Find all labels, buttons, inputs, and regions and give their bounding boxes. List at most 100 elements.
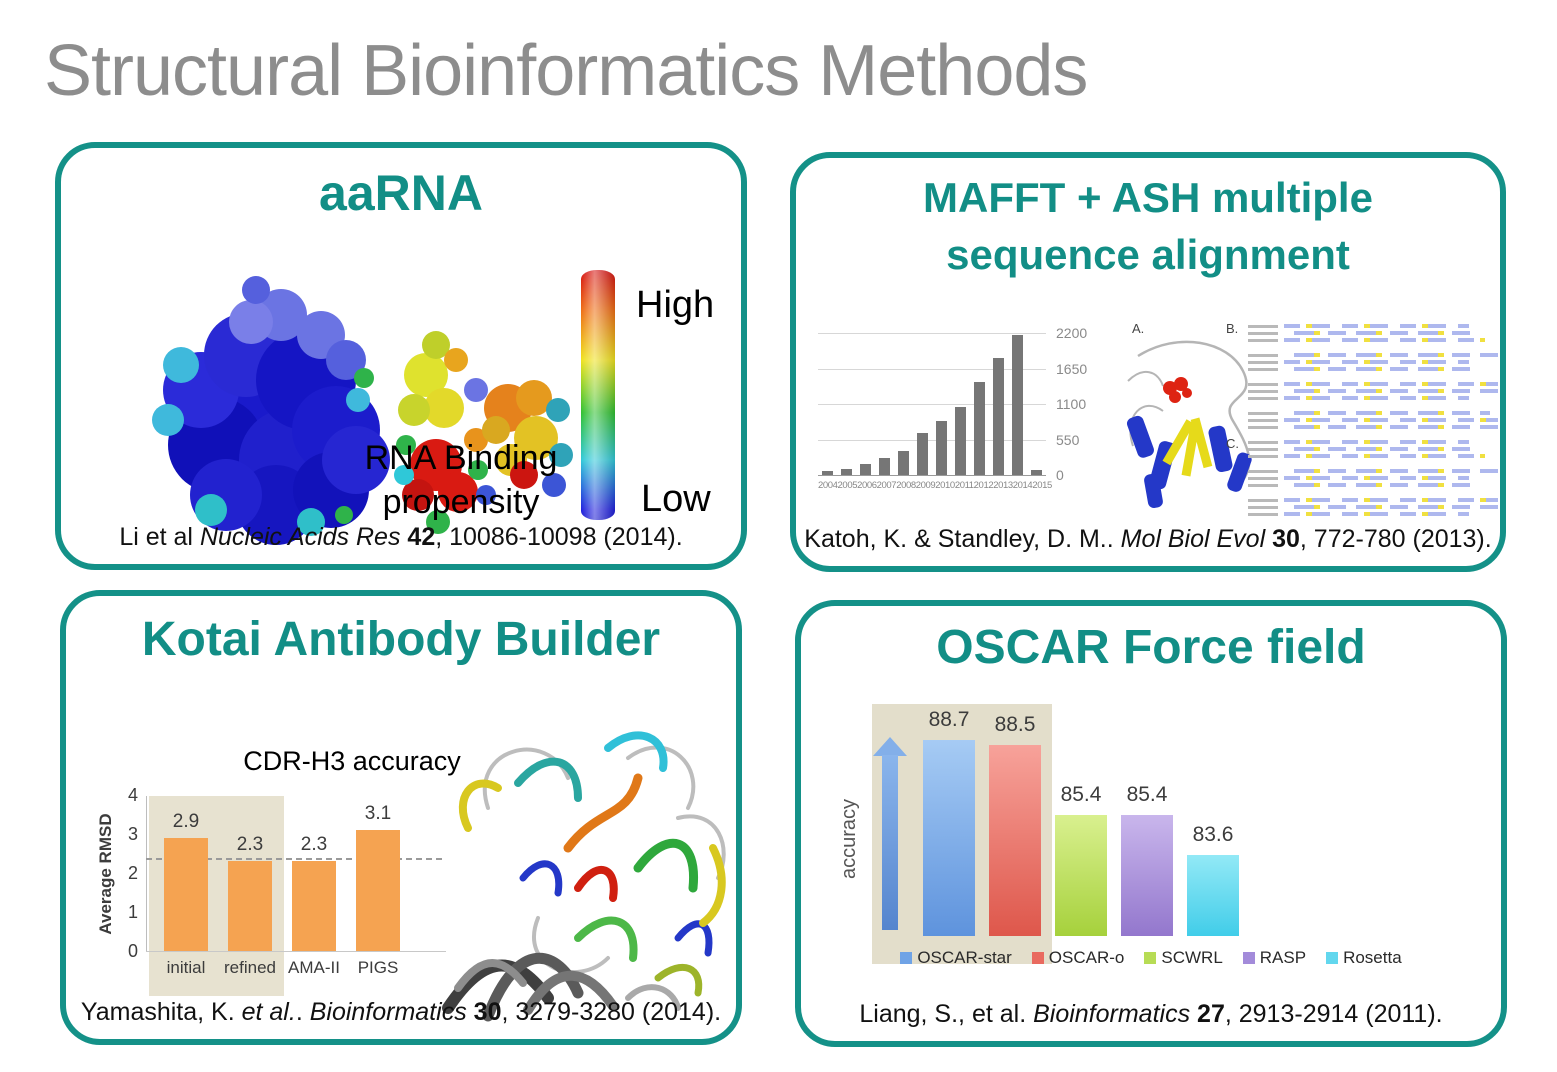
alignment-block	[1248, 440, 1498, 458]
alignment-row	[1248, 505, 1498, 509]
alignment-row-label	[1248, 483, 1278, 487]
alignment-row	[1248, 338, 1498, 342]
alignment-row-label	[1248, 396, 1278, 400]
rainbow-colorbar-icon	[581, 270, 615, 520]
kotai-chart-title: CDR-H3 accuracy	[243, 746, 461, 776]
accuracy-arrow-icon	[882, 755, 898, 930]
y-tick-label: 1100	[1056, 396, 1087, 412]
y-tick-label: 1	[127, 902, 138, 922]
citation-journal: Bioinformatics	[309, 998, 474, 1026]
x-tick-label: 2011	[954, 480, 974, 491]
mafft-bar	[993, 358, 1004, 475]
y-tick-label: 2200	[1056, 325, 1088, 341]
mafft-bar	[936, 421, 947, 475]
x-tick-label: initial	[166, 958, 206, 977]
alignment-stripes	[1284, 396, 1469, 400]
oscar-citation: Liang, S., et al. Bioinformatics 27, 291…	[801, 1000, 1501, 1029]
legend-label: Rosetta	[1343, 948, 1402, 967]
alignment-row-label	[1248, 454, 1278, 458]
alignment-block	[1248, 324, 1498, 342]
alignment-row	[1248, 483, 1498, 487]
figure-label-a: A.	[1132, 321, 1145, 336]
antibody-structure-figure	[442, 731, 726, 1022]
x-tick-label: 2014	[1012, 480, 1033, 491]
alignment-row-label	[1248, 324, 1278, 328]
mafft-bar	[1012, 334, 1023, 475]
alignment-row-label	[1248, 389, 1278, 393]
alignment-row	[1248, 382, 1498, 386]
alignment-row	[1248, 447, 1498, 451]
citation-text: Yamashita, K.	[80, 998, 242, 1026]
figure-label-b: B.	[1226, 321, 1239, 336]
y-axis-line	[146, 796, 147, 952]
colorbar-low-label: Low	[641, 478, 711, 520]
alignment-stripes	[1284, 440, 1469, 444]
alignment-block	[1248, 353, 1498, 371]
oscar-title: OSCAR Force field	[936, 621, 1366, 674]
aarna-citation: Li et al Nucleic Acids Res 42, 10086-100…	[61, 523, 741, 552]
alignment-stripes	[1284, 382, 1498, 386]
protein-surface-figure	[152, 276, 573, 545]
alignment-stripes	[1284, 512, 1469, 516]
alignment-row	[1248, 396, 1498, 400]
gridline	[818, 368, 1046, 370]
alignment-stripes	[1284, 389, 1498, 393]
citation-text: , 772-780 (2013).	[1299, 525, 1492, 553]
citation-text: , 10086-10098 (2014).	[435, 523, 683, 551]
legend-swatch	[1144, 952, 1157, 964]
rna-binding-caption: RNA Binding propensity	[296, 436, 626, 524]
mafft-bar	[917, 433, 928, 475]
alignment-stripes	[1284, 425, 1498, 429]
bar-value-label: 83.6	[1192, 823, 1234, 846]
kotai-bar	[228, 861, 272, 951]
alignment-row	[1248, 476, 1498, 480]
rna-caption-line2: propensity	[382, 483, 540, 522]
y-tick-label: 0	[127, 941, 138, 961]
alignment-stripes	[1284, 324, 1469, 328]
alignment-row	[1248, 324, 1498, 328]
alignment-row-label	[1248, 469, 1278, 473]
alignment-row-label	[1248, 411, 1278, 415]
alignment-row	[1248, 331, 1498, 335]
alignment-stripes	[1284, 505, 1498, 509]
alignment-row-label	[1248, 418, 1278, 422]
oscar-bar	[1187, 855, 1239, 936]
panel-aarna: aaRNA	[55, 142, 747, 570]
alignment-block	[1248, 382, 1498, 400]
bar-value-label: 85.4	[1126, 782, 1168, 806]
citation-text: , 2913-2914 (2011).	[1224, 1000, 1443, 1028]
alignment-row-label	[1248, 360, 1278, 364]
mafft-bar	[955, 407, 966, 475]
legend-swatch	[900, 952, 913, 964]
x-tick-label: 2012	[973, 480, 994, 491]
alignment-row	[1248, 469, 1498, 473]
legend-label: SCWRL	[1161, 948, 1223, 967]
mafft-bar	[1031, 469, 1042, 475]
alignment-row	[1248, 353, 1498, 357]
alignment-stripes	[1284, 476, 1469, 480]
alignment-row-label	[1248, 512, 1278, 516]
aarna-title: aaRNA	[319, 165, 483, 221]
colorbar-high-label: High	[636, 284, 715, 326]
alignment-row	[1248, 389, 1498, 393]
mafft-citation: Katoh, K. & Standley, D. M.. Mol Biol Ev…	[796, 525, 1500, 554]
kotai-bar	[292, 861, 336, 951]
alignment-block	[1248, 469, 1498, 487]
legend-label: OSCAR-star	[917, 948, 1012, 967]
kotai-title: Kotai Antibody Builder	[141, 613, 661, 666]
alignment-stripes	[1284, 331, 1477, 335]
alignment-stripes	[1284, 411, 1490, 415]
citation-journal: Bioinformatics	[1033, 1000, 1198, 1028]
alignment-row-label	[1248, 440, 1278, 444]
gridline	[818, 333, 1046, 334]
alignment-row-label	[1248, 505, 1278, 509]
alignment-row-label	[1248, 338, 1278, 342]
bar-value-label: 2.9	[172, 810, 200, 832]
alignment-stripes	[1284, 338, 1485, 342]
x-tick-label: 2010	[935, 480, 955, 491]
x-tick-label: 2013	[993, 480, 1013, 491]
citation-volume: 42	[407, 523, 436, 551]
oscar-bar	[1121, 814, 1173, 936]
